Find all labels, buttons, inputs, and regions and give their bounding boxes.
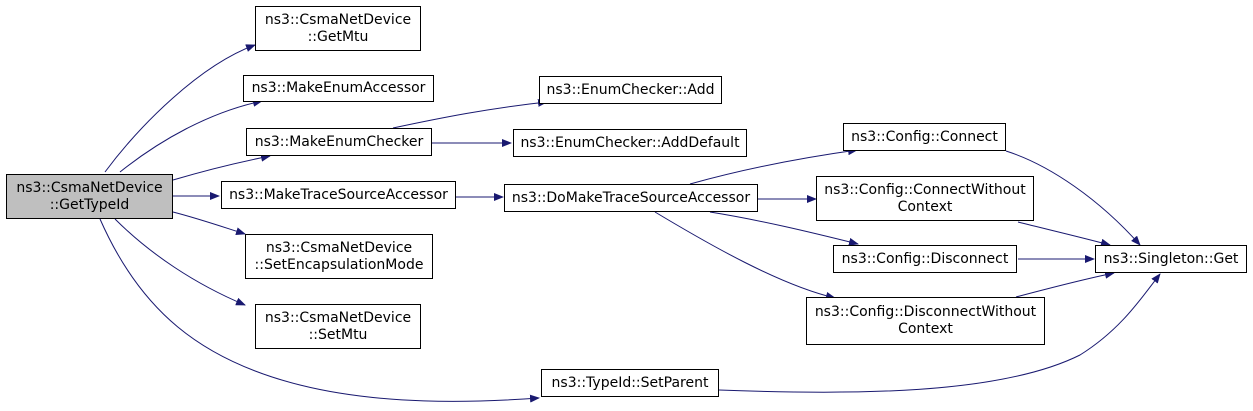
edge-gettypeid-getmtu — [104, 44, 256, 173]
node-enumchecker-add[interactable]: ns3::EnumChecker::Add — [539, 76, 722, 104]
edge-disconnectwithoutcontext-get — [1015, 270, 1115, 298]
edge-gettypeid-setparent — [99, 218, 540, 403]
node-label-line2: Context — [897, 198, 953, 215]
node-label-line2: ::SetMtu — [308, 326, 368, 343]
node-label-line2: ::GetMtu — [307, 28, 369, 45]
node-singleton-get[interactable]: ns3::Singleton::Get — [1095, 245, 1247, 273]
edge-gettypeid-setencapsulationmode — [172, 211, 246, 236]
node-config-connectwithoutcontext[interactable]: ns3::Config::ConnectWithout Context — [816, 176, 1034, 221]
edge-makeenumchecker-add — [392, 98, 548, 129]
node-label-line1: ns3::CsmaNetDevice — [16, 179, 163, 196]
edge-domake-disconnectwithoutcontext — [654, 211, 836, 300]
node-label-line1: ns3::Config::Connect — [851, 128, 998, 145]
edge-gettypeid-setmtu — [114, 218, 246, 306]
node-label-line2: Context — [898, 321, 953, 337]
node-csmanetdevice-setencapsulationmode[interactable]: ns3::CsmaNetDevice ::SetEncapsulationMod… — [245, 234, 433, 279]
node-config-disconnectwithoutcontext[interactable]: ns3::Config::DisconnectWithout Context — [806, 297, 1045, 345]
node-enumchecker-adddefault[interactable]: ns3::EnumChecker::AddDefault — [513, 129, 747, 157]
node-label-line1: ns3::CsmaNetDevice — [264, 11, 412, 28]
node-csmanetdevice-setmtu[interactable]: ns3::CsmaNetDevice ::SetMtu — [255, 304, 421, 349]
node-label-line1: ns3::Config::DisconnectWithout — [814, 304, 1037, 320]
node-domaketracesourceaccessor[interactable]: ns3::DoMakeTraceSourceAccessor — [504, 184, 758, 212]
node-label-line1: ns3::Config::ConnectWithout — [824, 181, 1026, 198]
node-csmanetdevice-getmtu[interactable]: ns3::CsmaNetDevice ::GetMtu — [255, 6, 421, 51]
node-label-line1: ns3::MakeTraceSourceAccessor — [229, 186, 448, 203]
node-typeid-setparent[interactable]: ns3::TypeId::SetParent — [541, 369, 719, 397]
node-maketracesourceaccessor[interactable]: ns3::MakeTraceSourceAccessor — [221, 181, 456, 209]
node-label-line2: ::SetEncapsulationMode — [254, 256, 424, 273]
node-csmanetdevice-gettypeid: ns3::CsmaNetDevice ::GetTypeId — [6, 174, 173, 219]
node-label-line1: ns3::EnumChecker::Add — [546, 81, 715, 98]
node-label-line1: ns3::TypeId::SetParent — [551, 374, 709, 391]
node-config-disconnect[interactable]: ns3::Config::Disconnect — [833, 245, 1017, 273]
edge-domake-disconnect — [709, 211, 859, 246]
edge-setparent-get — [718, 273, 1161, 393]
edge-connectwithoutcontext-get — [1017, 221, 1111, 247]
node-label-line1: ns3::CsmaNetDevice — [265, 239, 413, 256]
node-label-line1: ns3::Singleton::Get — [1103, 250, 1239, 267]
node-label-line1: ns3::CsmaNetDevice — [264, 309, 412, 326]
node-label-line1: ns3::MakeEnumAccessor — [251, 80, 426, 96]
node-label-line1: ns3::DoMakeTraceSourceAccessor — [511, 189, 751, 206]
node-makeenumaccessor[interactable]: ns3::MakeEnumAccessor — [243, 75, 434, 102]
edge-gettypeid-makeenumaccessor — [119, 98, 263, 173]
edge-connect-get — [1005, 150, 1141, 246]
node-label-line2: ::GetTypeId — [49, 196, 130, 213]
node-label-line1: ns3::EnumChecker::AddDefault — [520, 134, 740, 151]
node-label-line1: ns3::Config::Disconnect — [841, 250, 1009, 267]
edge-gettypeid-makeenumchecker — [172, 153, 271, 181]
node-label-line1: ns3::MakeEnumChecker — [254, 133, 424, 150]
edge-domake-connect — [689, 147, 858, 185]
node-config-connect[interactable]: ns3::Config::Connect — [843, 123, 1006, 151]
node-makeenumchecker[interactable]: ns3::MakeEnumChecker — [246, 128, 432, 156]
